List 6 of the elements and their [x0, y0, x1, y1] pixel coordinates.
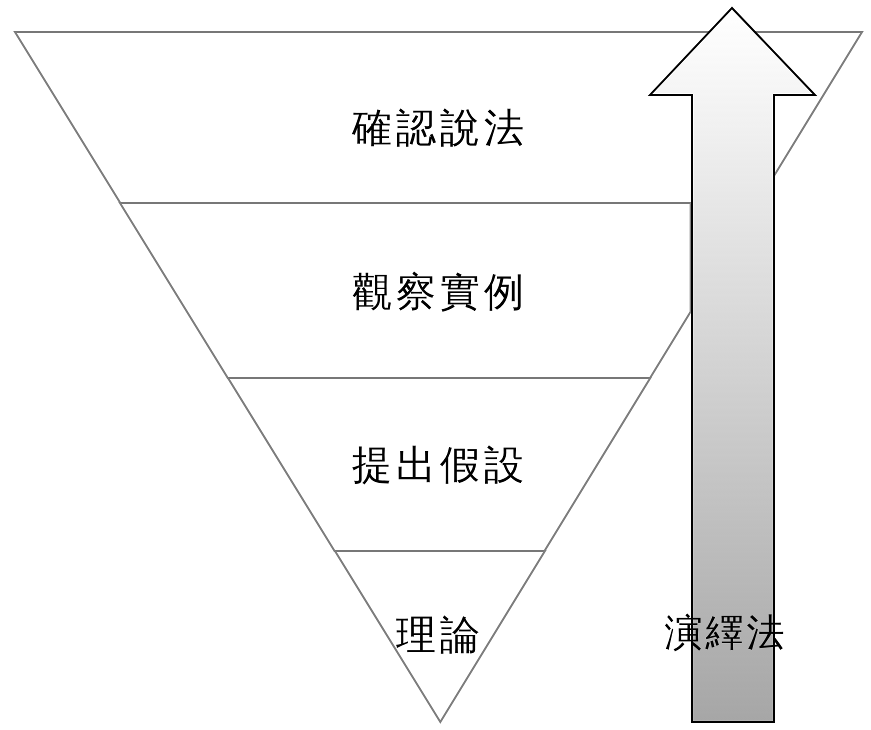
band-label: 觀察實例 — [352, 268, 528, 318]
band-label: 確認說法 — [352, 104, 528, 154]
pyramid-band — [228, 378, 650, 551]
band-label: 提出假設 — [352, 442, 528, 490]
pyramid-band — [120, 203, 691, 378]
band-label: 理論 — [396, 612, 484, 660]
